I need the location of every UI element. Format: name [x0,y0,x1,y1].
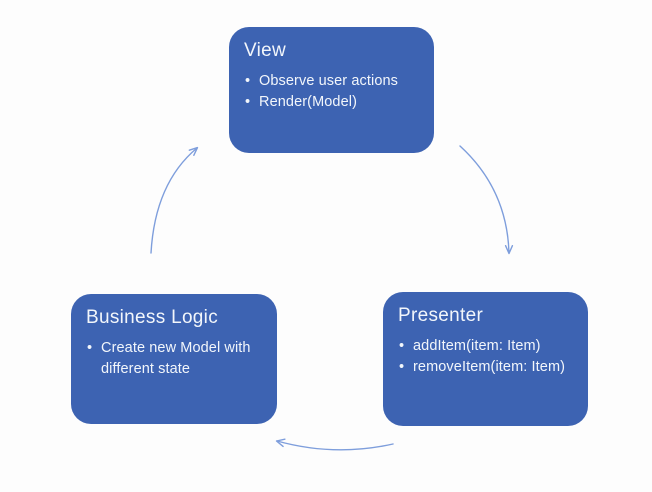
node-business-logic: Business Logic Create new Model with dif… [71,294,277,424]
node-business-logic-bullets: Create new Model with different state [86,338,263,381]
bullet-item: Create new Model with different state [86,338,263,381]
bullet-item: removeItem(item: Item) [398,357,574,379]
node-view: View Observe user actions Render(Model) [229,27,434,153]
node-view-title: View [244,40,287,61]
arrow-presenter-to-business-logic-icon [275,438,394,451]
node-presenter-bullets: addItem(item: Item) removeItem(item: Ite… [398,336,574,379]
arrow-view-to-presenter-icon [459,145,514,255]
node-view-bullets: Observe user actions Render(Model) [244,71,420,114]
arrow-business-logic-to-view-icon [150,146,199,254]
bullet-item: Render(Model) [244,92,420,114]
bullet-item: Observe user actions [244,71,420,93]
node-business-logic-title: Business Logic [86,307,218,328]
bullet-item: addItem(item: Item) [398,336,574,358]
node-presenter: Presenter addItem(item: Item) removeItem… [383,292,588,426]
node-presenter-title: Presenter [398,305,484,326]
